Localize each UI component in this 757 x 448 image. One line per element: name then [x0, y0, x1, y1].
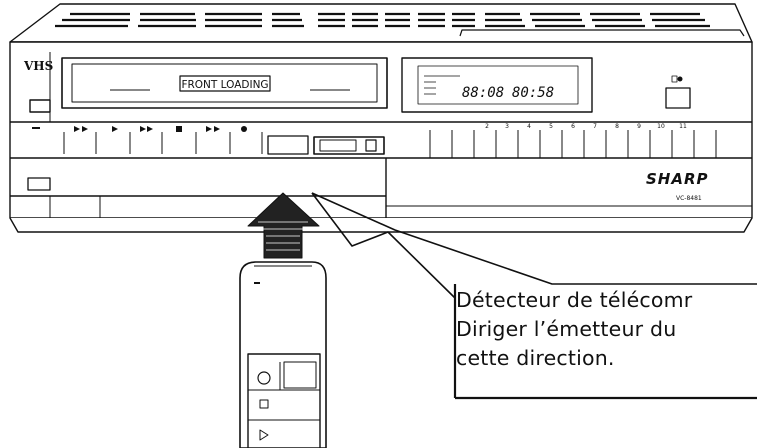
- svg-text:6: 6: [571, 123, 575, 130]
- svg-text:5: 5: [549, 123, 553, 130]
- svg-text:3: 3: [505, 123, 509, 130]
- svg-text:7: 7: [593, 123, 597, 130]
- callout-pointer: [311, 192, 757, 400]
- remote-stop-button[interactable]: [259, 399, 269, 409]
- timer-button[interactable]: [665, 75, 691, 109]
- channel-buttons[interactable]: [429, 130, 717, 158]
- channel-numbers: 2 3 4 5 6 7 8 9 10 11: [485, 123, 687, 130]
- model-label: VC-8481: [676, 195, 702, 202]
- svg-text:9: 9: [637, 123, 641, 130]
- vent-slots: [55, 12, 710, 28]
- callout-line-1: Détecteur de télécomr: [456, 288, 693, 312]
- eject-button[interactable]: [27, 177, 51, 191]
- svg-text:2: 2: [485, 123, 489, 130]
- clock-display: 88:08: [462, 85, 504, 101]
- svg-text:4: 4: [527, 123, 531, 130]
- transport-controls[interactable]: [63, 132, 385, 155]
- display-window: [401, 57, 593, 113]
- cassette-label: FRONT LOADING: [181, 79, 268, 91]
- callout-line-3: cette direction.: [456, 346, 615, 370]
- counter-display: 80:58: [512, 85, 554, 101]
- callout-line-2: Diriger l’émetteur du: [456, 317, 677, 341]
- cassette-door[interactable]: [61, 57, 388, 109]
- svg-text:11: 11: [679, 123, 687, 130]
- callout-text: Détecteur de télécomr Diriger l’émetteur…: [456, 286, 757, 398]
- transport-symbols: [32, 126, 247, 132]
- remote-power-button[interactable]: [257, 371, 271, 385]
- svg-text:8: 8: [615, 123, 619, 130]
- remote-control: [239, 261, 327, 448]
- svg-text:10: 10: [657, 123, 665, 130]
- ir-signal-arrow: [247, 192, 320, 259]
- brand-logo: SHARP: [646, 170, 709, 188]
- power-button[interactable]: [29, 99, 51, 113]
- remote-play-button[interactable]: [259, 429, 269, 441]
- vhs-logo: VHS: [23, 59, 53, 73]
- vcr-top-lid: [9, 3, 753, 43]
